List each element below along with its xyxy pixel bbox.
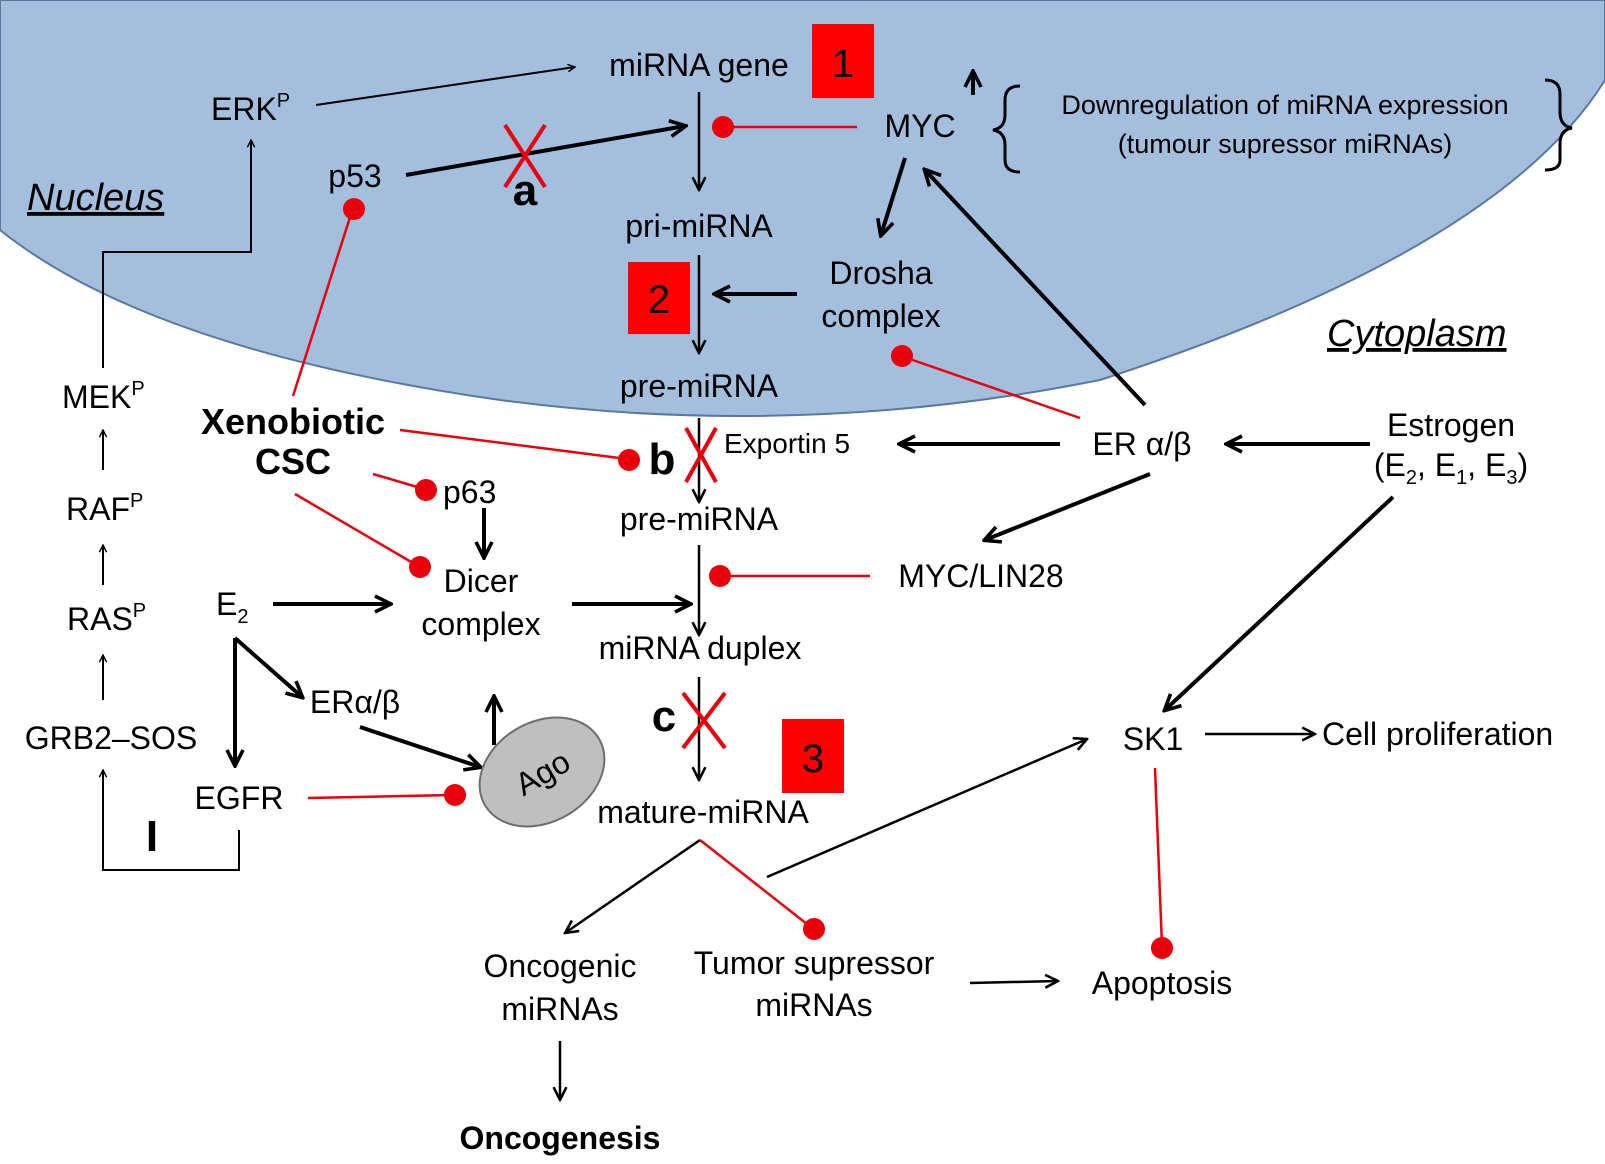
drosha-label-1: Drosha xyxy=(829,255,932,291)
oncogenesis-label: Oncogenesis xyxy=(460,1120,661,1156)
xenobiotic-label-1: Xenobiotic xyxy=(201,401,385,442)
er-alpha-beta-2-label: ERα/β xyxy=(310,684,400,720)
arrow-estrogen-to-sk1 xyxy=(1165,495,1395,710)
erk-label: ERKP xyxy=(211,90,290,127)
arrow-tumor-to-apoptosis xyxy=(969,981,1058,983)
sk1-label: SK1 xyxy=(1123,721,1183,757)
arrow-e2-to-er xyxy=(233,636,302,697)
step-number-2: 2 xyxy=(648,278,670,322)
right-curly-brace xyxy=(1544,78,1573,172)
step-box-3 xyxy=(782,719,844,793)
drosha-label-2: complex xyxy=(821,298,940,334)
dicer-label-1: Dicer xyxy=(444,563,519,599)
arrow-er-to-myc xyxy=(925,170,1147,407)
inhibit-xeno-dicer xyxy=(294,492,419,568)
pri-mirna-label: pri-miRNA xyxy=(625,208,773,244)
activation-arrows xyxy=(102,67,1395,1100)
estrogen-label-2: (E2, E1, E3) xyxy=(1374,447,1528,489)
cytoplasm-label: Cytoplasm xyxy=(1327,313,1507,355)
egfr-label: EGFR xyxy=(195,780,284,816)
tumor-supressor-label-1: Tumor supressor xyxy=(694,945,935,981)
grb2-sos-label: GRB2–SOS xyxy=(25,720,198,756)
inhibit-mature-tumor xyxy=(699,839,813,929)
arrow-er-to-myc-lin28 xyxy=(985,472,1151,540)
block-letter-a: a xyxy=(513,166,538,215)
step-number-3: 3 xyxy=(802,737,824,781)
raf-label: RAFP xyxy=(66,490,143,527)
inhibit-er-drosha xyxy=(903,355,1081,420)
arrow-egfr-to-grb2 xyxy=(103,770,240,871)
p63-label: p63 xyxy=(443,474,496,510)
pre-mirna-cytoplasm-label: pre-miRNA xyxy=(620,501,779,537)
e2-label: E2 xyxy=(216,586,248,628)
xenobiotic-label-2: CSC xyxy=(255,441,331,482)
apoptosis-label: Apoptosis xyxy=(1092,965,1233,1001)
arrow-erk-to-mirna-gene xyxy=(315,67,575,106)
cell-proliferation-label: Cell proliferation xyxy=(1322,716,1553,752)
inhibit-xeno-p53 xyxy=(291,210,354,397)
step-box-1 xyxy=(812,24,874,98)
downregulation-line2: (tumour supressor miRNAs) xyxy=(1118,129,1453,159)
mature-mirna-label: mature-miRNA xyxy=(597,794,809,830)
arrow-myc-to-drosha xyxy=(881,157,907,235)
block-letter-c: c xyxy=(652,692,676,741)
ago-ellipse xyxy=(478,716,606,828)
left-curly-brace xyxy=(992,84,1021,174)
arrow-mek-to-erk xyxy=(102,140,251,368)
inhibit-egfr-ago xyxy=(307,793,454,800)
inhibition-lines xyxy=(291,116,1173,959)
dicer-label-2: complex xyxy=(421,606,540,642)
step-box-2 xyxy=(628,262,690,334)
downregulation-brackets xyxy=(992,78,1573,174)
mirna-gene-label: miRNA gene xyxy=(609,47,789,83)
ras-label: RASP xyxy=(67,600,146,637)
step-boxes: 1 2 3 xyxy=(628,24,874,793)
inhibit-xeno-export xyxy=(399,428,628,461)
downregulation-line1: Downregulation of miRNA expression xyxy=(1061,90,1508,120)
ago-protein: Ago xyxy=(478,716,606,828)
p53-label: p53 xyxy=(328,158,381,194)
pre-mirna-nucleus-label: pre-miRNA xyxy=(620,368,779,404)
estrogen-label-1: Estrogen xyxy=(1387,407,1515,443)
myc-label: MYC xyxy=(884,108,955,144)
inhibit-xeno-p63 xyxy=(372,472,425,491)
arrow-er-to-ago xyxy=(359,725,480,767)
er-alpha-beta-label: ER α/β xyxy=(1092,426,1191,462)
oncogenic-label-2: miRNAs xyxy=(501,991,618,1027)
arrow-mature-to-oncogenic xyxy=(565,838,701,933)
nucleus-region xyxy=(0,0,1605,417)
arrow-p53-to-transcription xyxy=(405,126,685,177)
exportin-label: Exportin 5 xyxy=(724,428,850,459)
labels: miRNA gene ERKP p53 MYC Downregulation o… xyxy=(25,47,1553,1156)
tumor-supressor-label-2: miRNAs xyxy=(755,987,872,1023)
mek-label: MEKP xyxy=(62,378,145,415)
arrow-mature-to-sk1 xyxy=(766,739,1087,879)
mirna-duplex-label: miRNA duplex xyxy=(599,630,802,666)
step-number-1: 1 xyxy=(832,42,854,86)
block-letter-b: b xyxy=(649,435,676,484)
inhibit-sk1-apoptosis xyxy=(1153,767,1164,947)
nucleus-label: Nucleus xyxy=(27,177,164,219)
myc-lin28-label: MYC/LIN28 xyxy=(898,558,1063,594)
block-marks xyxy=(503,123,727,750)
oncogenic-label-1: Oncogenic xyxy=(484,948,637,984)
feedback-bar-label: I xyxy=(146,812,158,861)
